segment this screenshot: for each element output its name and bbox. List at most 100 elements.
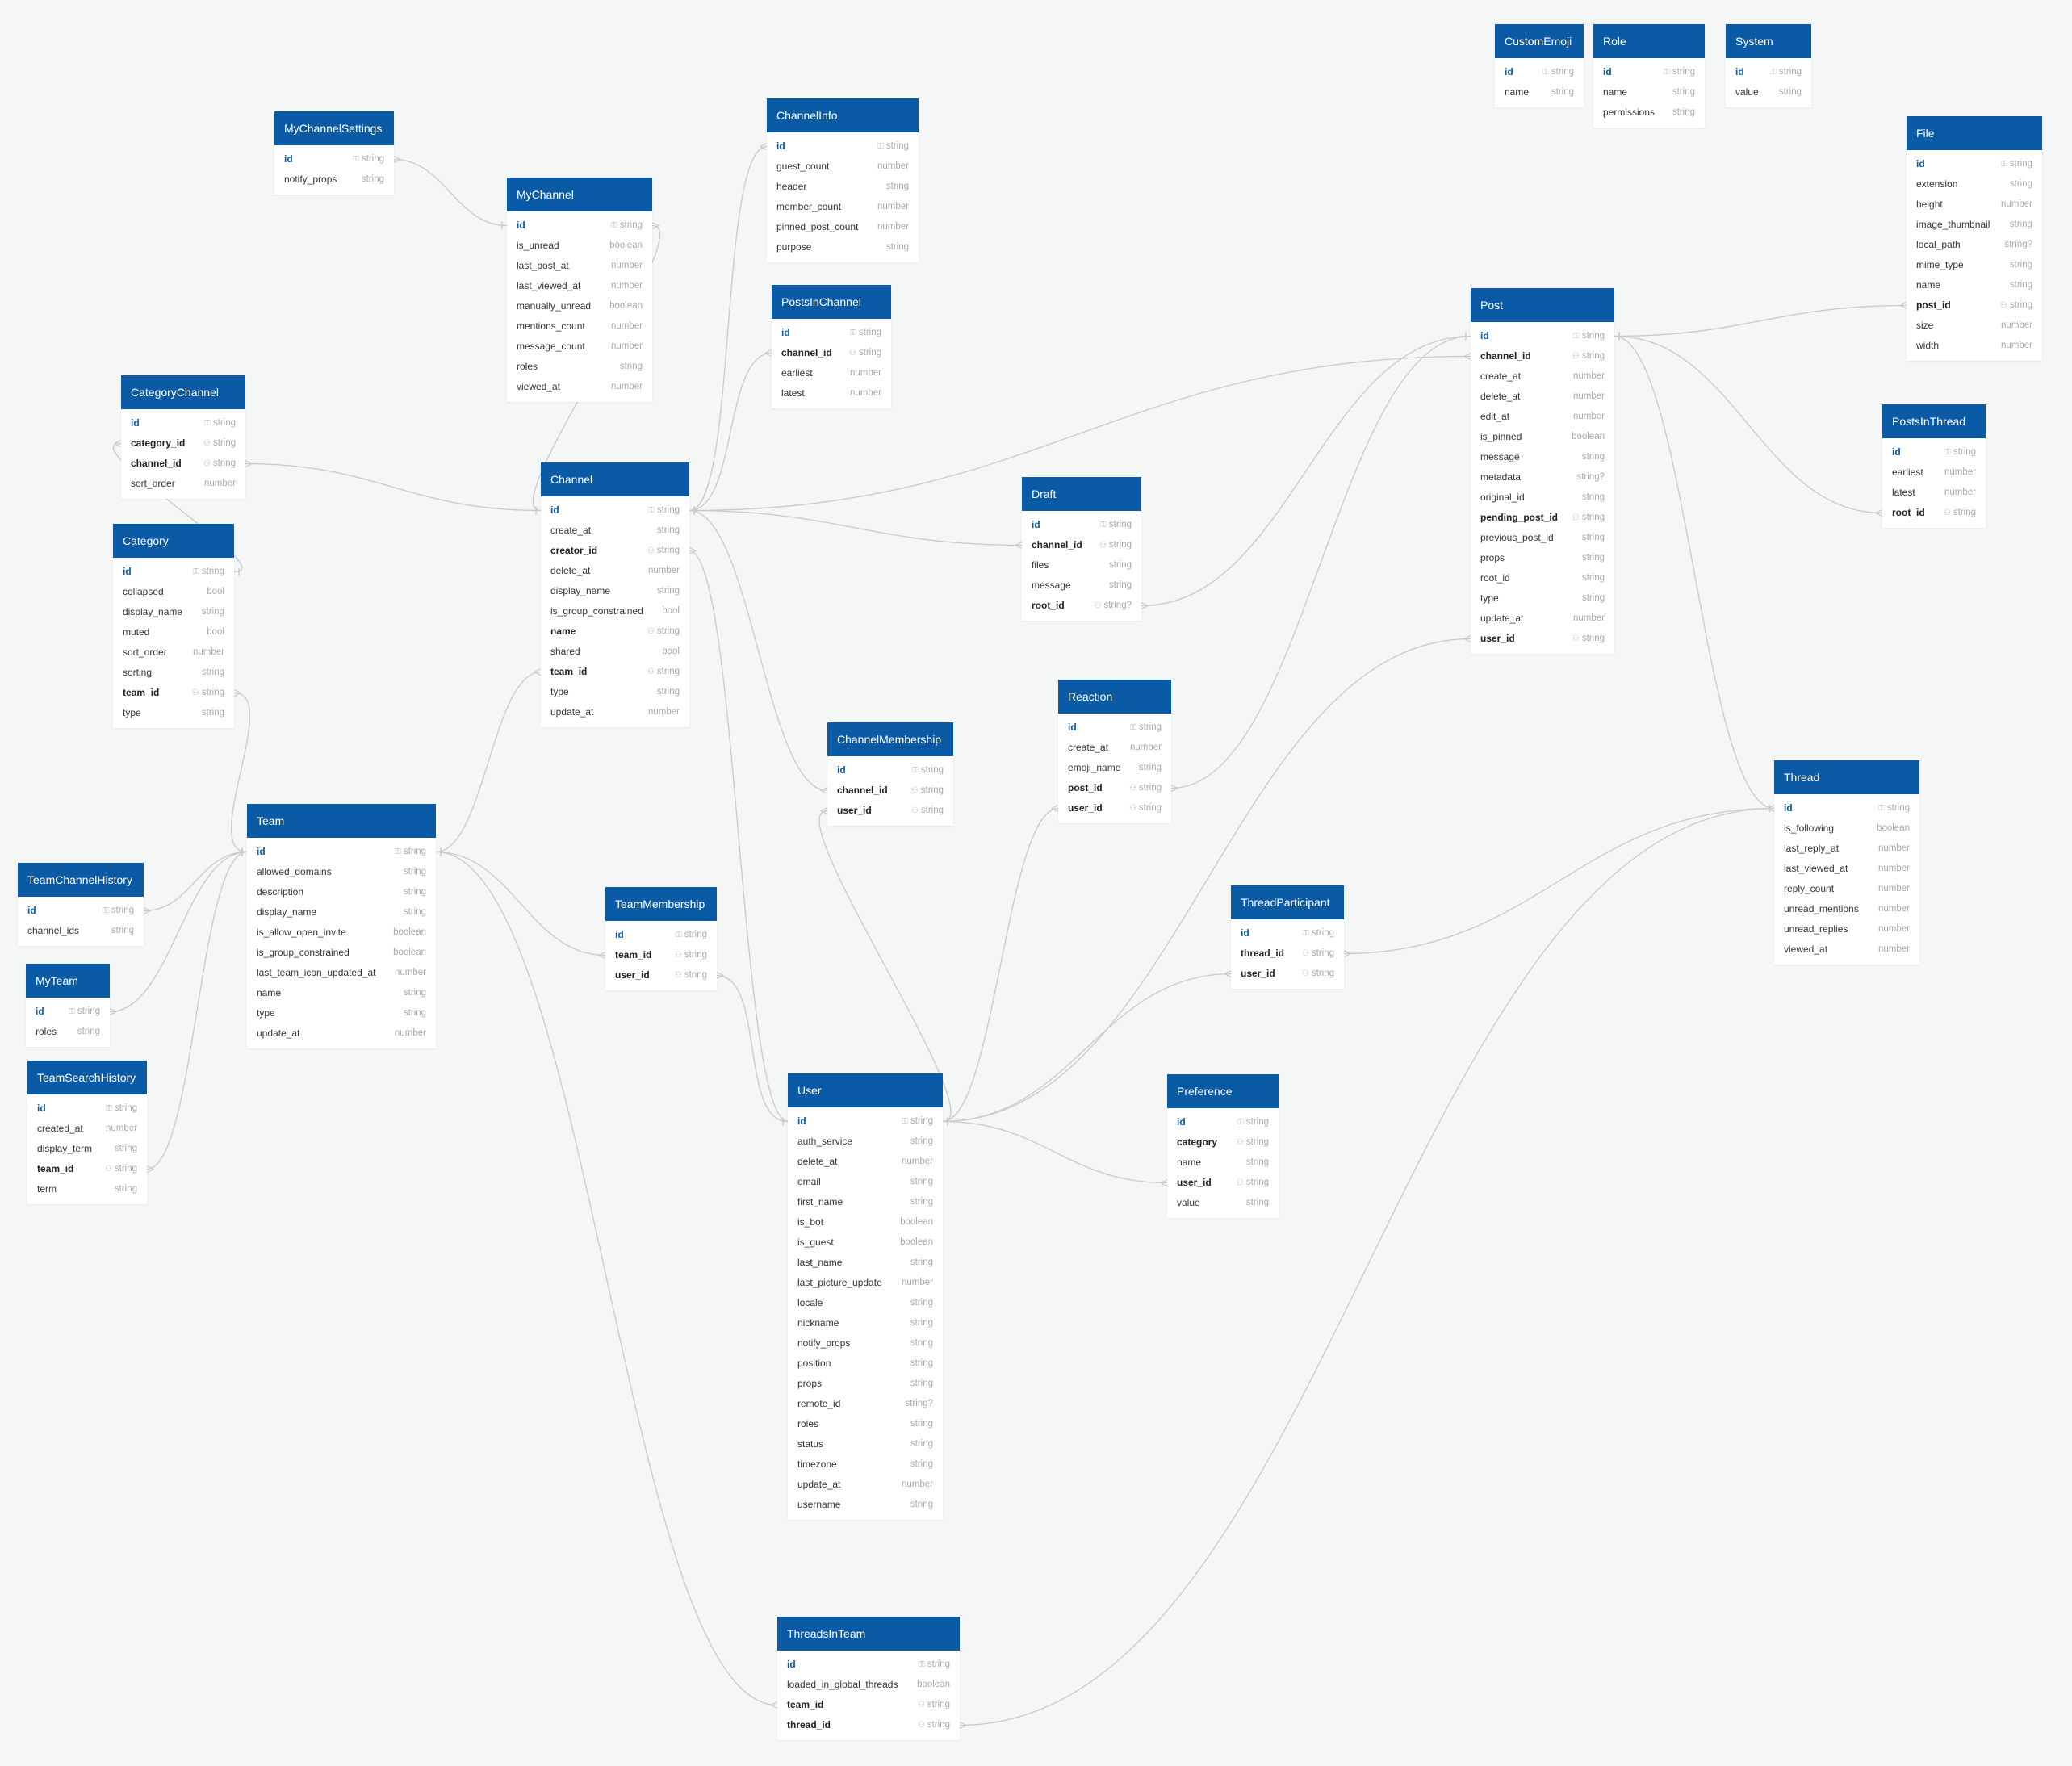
field-row[interactable]: team_id⚇string: [777, 1695, 960, 1715]
field-row[interactable]: category_id⚇string: [121, 433, 245, 454]
field-row[interactable]: id⚿string: [1593, 62, 1705, 82]
field-row[interactable]: id⚿string: [113, 562, 234, 582]
field-row[interactable]: id⚿string: [777, 1655, 960, 1675]
field-row[interactable]: user_id⚇string: [605, 965, 717, 986]
field-row[interactable]: id⚿string: [827, 760, 953, 780]
field-row[interactable]: id⚿string: [1058, 718, 1171, 738]
field-row[interactable]: id⚿string: [1907, 154, 2042, 174]
field-row[interactable]: id⚿string: [772, 323, 891, 343]
field-row[interactable]: id⚿string: [605, 925, 717, 945]
field-row[interactable]: pending_post_id⚇string: [1471, 508, 1614, 528]
field-row[interactable]: user_id⚇string: [1231, 964, 1344, 984]
field-row[interactable]: channel_id⚇string: [772, 343, 891, 363]
field-row[interactable]: category⚇string: [1167, 1132, 1279, 1153]
field-row[interactable]: team_id⚇string: [27, 1159, 147, 1179]
field-row[interactable]: id⚿string: [541, 500, 689, 521]
field-row[interactable]: id⚿string: [27, 1099, 147, 1119]
field-row[interactable]: channel_id⚇string: [1022, 535, 1141, 555]
table-title[interactable]: User: [788, 1073, 943, 1107]
table-title[interactable]: Draft: [1022, 477, 1141, 511]
field-row[interactable]: id⚿string: [507, 216, 652, 236]
table-title[interactable]: Thread: [1774, 760, 1919, 794]
field-row[interactable]: id⚿string: [26, 1002, 110, 1022]
table-title[interactable]: Role: [1593, 24, 1705, 58]
field-row[interactable]: thread_id⚇string: [777, 1715, 960, 1735]
field-row[interactable]: id⚿string: [1495, 62, 1584, 82]
field-row[interactable]: team_id⚇string: [605, 945, 717, 965]
table-title[interactable]: PostsInChannel: [772, 285, 891, 319]
field-row[interactable]: user_id⚇string: [1167, 1173, 1279, 1193]
field-row[interactable]: id⚿string: [1882, 442, 1986, 462]
table-title[interactable]: Post: [1471, 288, 1614, 322]
table-title[interactable]: System: [1726, 24, 1811, 58]
table-title[interactable]: CategoryChannel: [121, 375, 245, 409]
field-row[interactable]: creator_id⚇string: [541, 541, 689, 561]
table-title[interactable]: ChannelMembership: [827, 722, 953, 756]
field-row[interactable]: team_id⚇string: [113, 683, 234, 703]
field-row[interactable]: id⚿string: [18, 901, 144, 921]
field-row[interactable]: id⚿string: [788, 1111, 943, 1132]
field-row[interactable]: post_id⚇string: [1058, 778, 1171, 798]
